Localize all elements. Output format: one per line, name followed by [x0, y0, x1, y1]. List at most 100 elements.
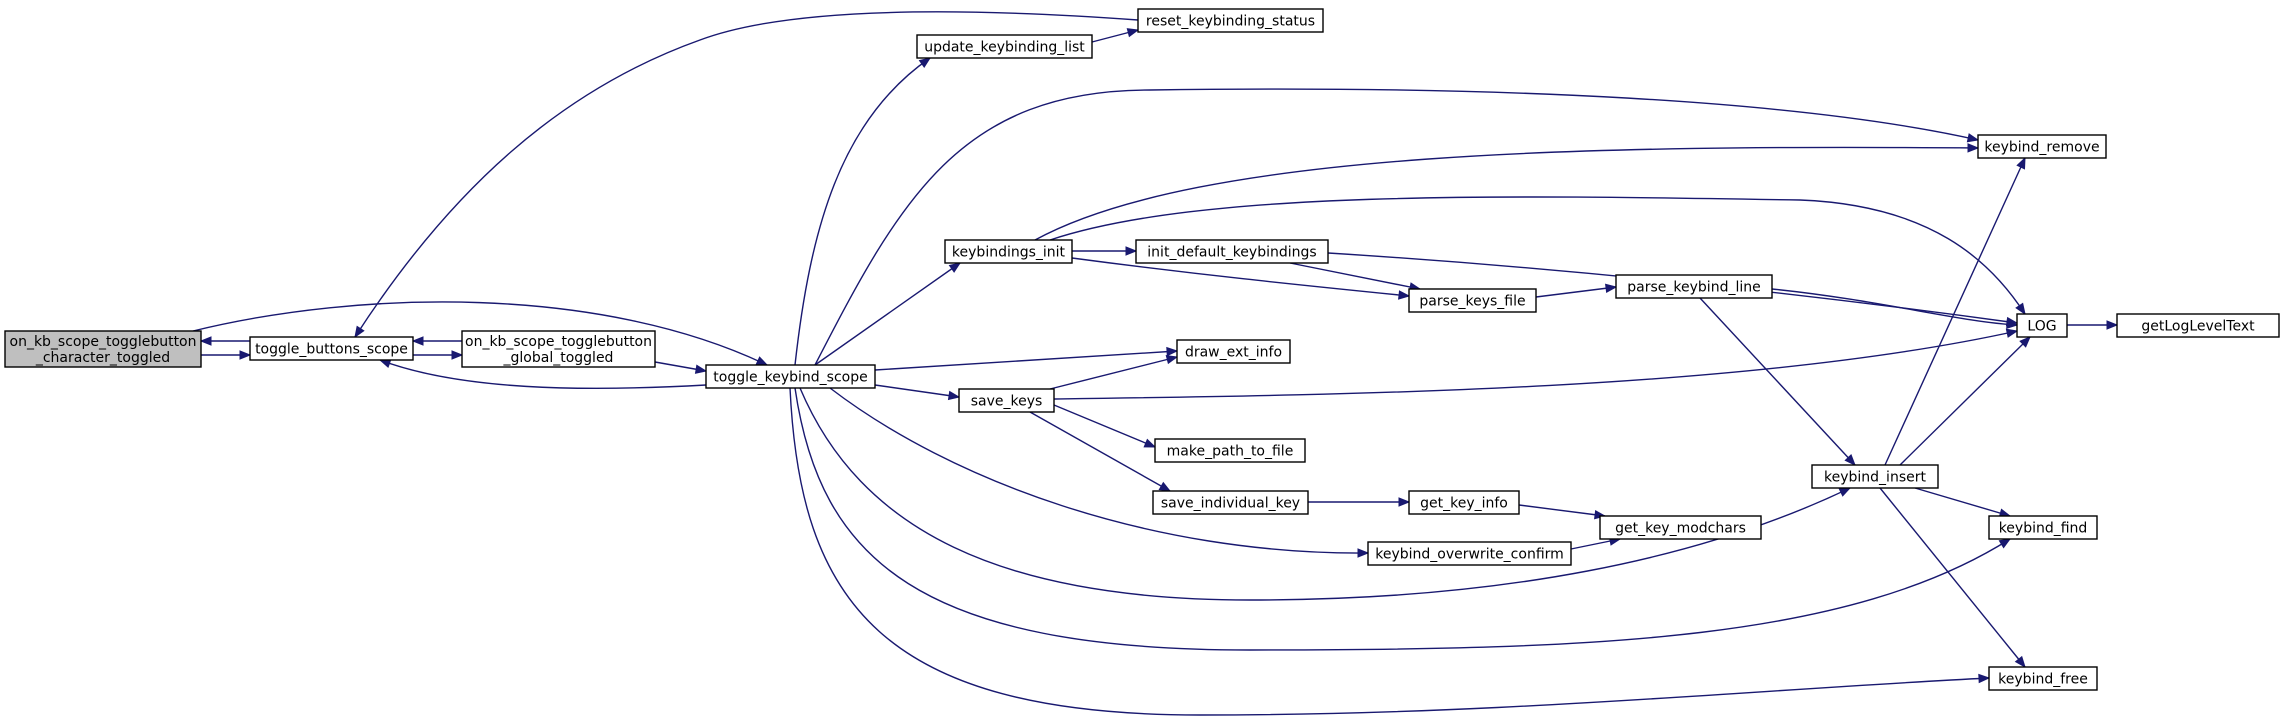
edge-tks-to-koc — [829, 387, 1370, 558]
edge-line — [1034, 146, 1979, 241]
node-pkf[interactable]: parse_keys_file — [1408, 288, 1537, 313]
node-label: make_path_to_file — [1167, 444, 1294, 460]
node-box — [1988, 666, 2098, 691]
edge-arrowhead — [694, 364, 708, 374]
node-koc[interactable]: keybind_overwrite_confirm — [1367, 541, 1572, 566]
edge-line — [814, 88, 1979, 366]
edge-tks-to-ukl — [794, 57, 932, 366]
node-kremove[interactable]: keybind_remove — [1977, 134, 2107, 159]
edge-line — [1049, 356, 1178, 390]
node-glt[interactable]: getLogLevelText — [2116, 313, 2280, 338]
node-box — [1988, 515, 2098, 540]
node-label: keybind_insert — [1824, 470, 1926, 486]
node-box — [249, 336, 414, 361]
edge-arrowhead — [1398, 290, 1411, 300]
node-box — [1408, 490, 1520, 515]
node-tbs[interactable]: toggle_buttons_scope — [249, 336, 414, 361]
edge-ukl-to-rks — [1091, 28, 1140, 43]
edge-line — [799, 387, 1851, 601]
edge-arrowhead — [1605, 283, 1618, 293]
edge-tks-to-kremove — [814, 88, 1980, 366]
edge-line — [1053, 404, 1156, 448]
edge-arrowhead — [354, 325, 365, 339]
edge-line — [1071, 257, 1410, 297]
node-sik[interactable]: save_individual_key — [1152, 490, 1309, 515]
node-box — [1137, 8, 1324, 33]
node-on_global[interactable]: on_kb_scope_togglebutton_global_toggled — [461, 330, 656, 368]
node-gki[interactable]: get_key_info — [1408, 490, 1520, 515]
edge-tbs-to-on_char — [199, 336, 250, 346]
node-kinsert[interactable]: keybind_insert — [1811, 464, 1939, 489]
node-box — [461, 330, 656, 368]
edge-line — [794, 387, 2011, 651]
node-rks[interactable]: reset_keybinding_status — [1137, 8, 1324, 33]
edge-arrowhead — [1125, 246, 1138, 256]
edge-rks-to-tbs — [354, 11, 1139, 339]
edge-line — [379, 359, 707, 390]
node-label: keybind_remove — [1984, 140, 2099, 156]
edge-line — [192, 301, 768, 366]
edge-idk-to-pkf — [1289, 262, 1422, 292]
edge-arrowhead — [2006, 319, 2019, 330]
node-dei[interactable]: draw_ext_info — [1176, 339, 1291, 364]
edge-arrowhead — [947, 390, 961, 401]
edge-kbinit-to-idk — [1072, 246, 1138, 256]
edge-line — [1049, 196, 2026, 315]
node-box — [1977, 134, 2107, 159]
node-idk[interactable]: init_default_keybindings — [1135, 239, 1329, 264]
edge-arrowhead — [1844, 454, 1856, 466]
edge-line — [1053, 330, 2018, 400]
node-label: toggle_keybind_scope — [713, 370, 867, 386]
edge-kbinit-to-log — [1049, 196, 2026, 316]
edge-sik-to-gki — [1308, 497, 1411, 507]
edge-arrowhead — [1126, 28, 1140, 38]
edge-tks-to-dei — [874, 346, 1179, 371]
node-box — [944, 239, 1073, 264]
edge-line — [789, 387, 1990, 716]
edge-line — [1899, 336, 2031, 466]
node-label: save_individual_key — [1161, 496, 1300, 512]
node-ukl[interactable]: update_keybinding_list — [916, 34, 1093, 59]
node-box — [1811, 464, 1939, 489]
edge-line — [1289, 262, 1421, 290]
node-label: _character_toggled — [35, 350, 170, 366]
edge-arrowhead — [1165, 355, 1179, 365]
edge-savekeys-to-mptf — [1053, 404, 1157, 448]
edge-line — [874, 384, 960, 398]
node-gkm[interactable]: get_key_modchars — [1599, 515, 1762, 540]
node-box — [1408, 288, 1537, 313]
node-label: parse_keys_file — [1419, 294, 1525, 310]
edge-arrowhead — [755, 356, 769, 366]
node-label: save_keys — [971, 394, 1043, 410]
edge-line — [1884, 157, 2026, 466]
edge-arrowhead — [1357, 548, 1370, 558]
node-label: getLogLevelText — [2141, 319, 2255, 335]
edge-line — [354, 11, 1139, 338]
node-on_char[interactable]: on_kb_scope_togglebutton_character_toggl… — [4, 330, 202, 368]
node-pkl[interactable]: parse_keybind_line — [1615, 274, 1773, 299]
edge-pkf-to-pkl — [1535, 283, 1618, 298]
node-label: on_kb_scope_togglebutton — [10, 334, 197, 350]
edge-kbinit-to-pkf — [1071, 257, 1411, 300]
edge-line — [1699, 297, 1856, 466]
edge-line — [829, 387, 1369, 554]
edge-arrowhead — [1998, 538, 2012, 549]
edge-arrowhead — [451, 350, 464, 360]
edges-layer — [192, 11, 2119, 716]
edge-line — [874, 350, 1178, 371]
node-mptf[interactable]: make_path_to_file — [1154, 438, 1306, 463]
node-label: reset_keybinding_status — [1146, 14, 1315, 30]
node-label: init_default_keybindings — [1147, 245, 1316, 261]
node-kbinit[interactable]: keybindings_init — [944, 239, 1073, 264]
node-kfree[interactable]: keybind_free — [1988, 666, 2098, 691]
node-savekeys[interactable]: save_keys — [958, 388, 1055, 413]
node-kfind[interactable]: keybind_find — [1988, 515, 2098, 540]
node-label: parse_keybind_line — [1627, 280, 1760, 296]
edge-line — [1029, 411, 1171, 492]
node-tks[interactable]: toggle_keybind_scope — [705, 364, 876, 389]
node-box — [916, 34, 1093, 59]
node-log[interactable]: LOG — [2016, 313, 2068, 338]
edge-arrowhead — [2005, 328, 2019, 338]
edge-arrowhead — [1838, 487, 1852, 497]
edge-line — [1518, 504, 1606, 517]
